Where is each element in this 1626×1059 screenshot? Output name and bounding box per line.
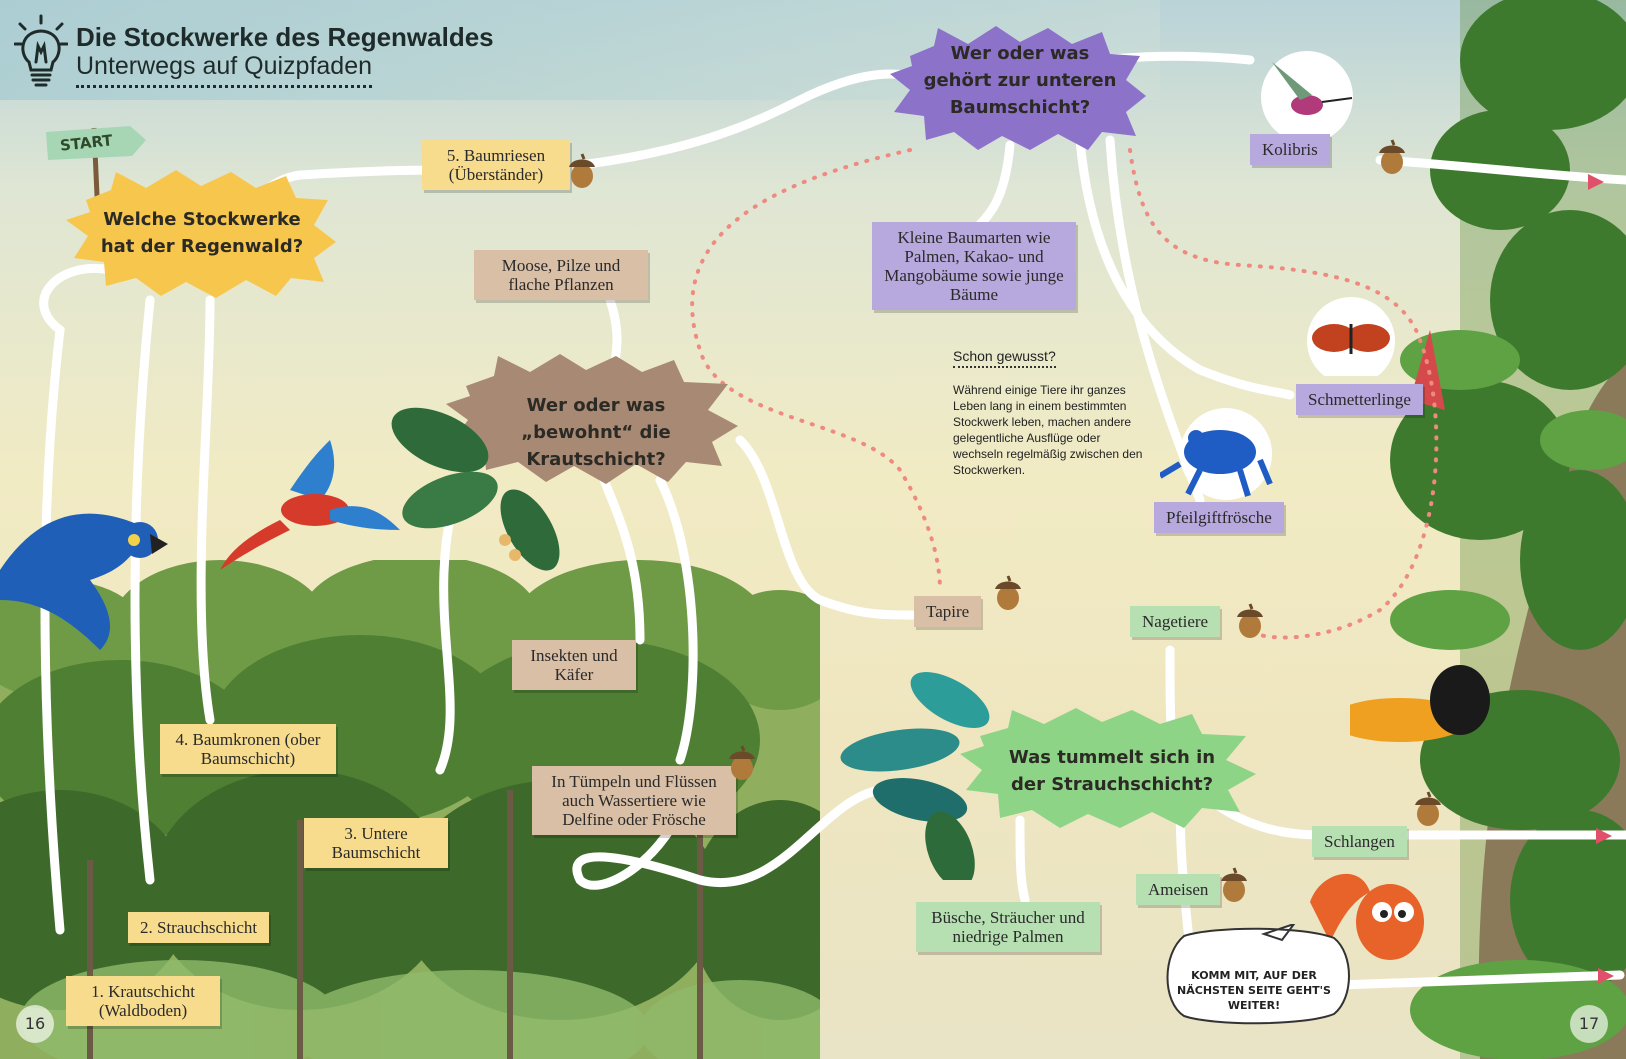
acorn-icon [1379, 139, 1405, 174]
answer-schlangen[interactable]: Schlangen [1312, 826, 1407, 857]
layer-baumriesen[interactable]: 5. Baumriesen (Überständer) [422, 140, 570, 190]
acorn-icon [1221, 867, 1247, 902]
acorn-icon [995, 575, 1021, 610]
layer-untere-baumschicht[interactable]: 3. Untere Baumschicht [304, 818, 448, 868]
question-untere-baumschicht[interactable]: Wer oder was gehört zur unteren Baumschi… [923, 43, 1117, 118]
lightbulb-icon [14, 14, 68, 87]
acorn-icon [729, 745, 755, 780]
answer-kolibris[interactable]: Kolibris [1250, 134, 1330, 165]
scarlet-macaw [220, 440, 400, 570]
speech-bubble [1166, 924, 1350, 1025]
blue-macaw [0, 513, 168, 650]
page-number-left: 16 [16, 1005, 54, 1043]
arrow-right-icon [1596, 828, 1612, 844]
layer-baumkronen-text: 4. Baumkronen (ober Baumschicht) [175, 730, 321, 768]
answer-kleine-baumarten-text: Kleine Baumarten wie Palmen, Kakao- und … [884, 228, 1064, 304]
layer-strauchschicht[interactable]: 2. Strauchschicht [128, 912, 270, 943]
dotted-connector [690, 148, 1439, 640]
layer-krautschicht-text: 1. Krautschicht (Waldboden) [91, 982, 195, 1020]
question-burst-yellow [66, 170, 336, 298]
fact-body: Während einige Tiere ihr ganzes Leben la… [953, 383, 1143, 477]
answer-ameisen[interactable]: Ameisen [1136, 874, 1221, 905]
layer-untere-baumschicht-text: 3. Untere Baumschicht [331, 824, 421, 862]
question-burst-brown [446, 354, 738, 484]
toucan [1350, 665, 1490, 742]
answer-buesche[interactable]: Büsche, Sträucher und niedrige Palmen [916, 902, 1100, 952]
page-title: Die Stockwerke des Regenwaldes [76, 22, 494, 52]
question-burst-green [960, 708, 1256, 828]
question-burst-purple [890, 26, 1146, 150]
question-krautschicht[interactable]: Wer oder was „bewohnt“ die Krautschicht? [521, 395, 671, 470]
question-stockwerke[interactable]: Welche Stockwerke hat der Regenwald? [100, 209, 304, 257]
page-subtitle: Unterwegs auf Quizpfaden [76, 52, 373, 88]
answer-wassertiere-text: In Tümpeln und Flüssen auch Wassertiere … [551, 772, 717, 829]
arrow-right-icon [1598, 968, 1614, 984]
answer-insekten[interactable]: Insekten und Käfer [512, 640, 636, 690]
answer-insekten-text: Insekten und Käfer [530, 646, 618, 684]
question-strauchschicht[interactable]: Was tummelt sich in der Strauchschicht? [1008, 747, 1216, 795]
answer-pfeilgiftfroesche[interactable]: Pfeilgiftfrösche [1154, 502, 1284, 533]
hummingbird [1261, 51, 1353, 143]
answer-tapire[interactable]: Tapire [914, 596, 982, 627]
fact-title: Schon gewusst? [953, 348, 1056, 368]
poison-dart-frog [1160, 408, 1273, 500]
answer-buesche-text: Büsche, Sträucher und niedrige Palmen [931, 908, 1085, 946]
answer-moose[interactable]: Moose, Pilze und flache Pflanzen [474, 250, 648, 300]
page-number-right: 17 [1570, 1005, 1608, 1043]
speech-bubble-text: KOMM MIT, AUF DER NÄCHSTEN SEITE GEHT'S … [1177, 969, 1331, 1012]
arrow-right-icon [1588, 174, 1604, 190]
leaf-cluster-teal [840, 672, 990, 880]
leaf-cluster-left [391, 407, 560, 571]
layer-baumriesen-text: 5. Baumriesen (Überständer) [446, 146, 546, 184]
acorn-icon [1237, 603, 1263, 638]
butterfly [1307, 297, 1395, 376]
answer-kleine-baumarten[interactable]: Kleine Baumarten wie Palmen, Kakao- und … [872, 222, 1076, 310]
layer-krautschicht[interactable]: 1. Krautschicht (Waldboden) [66, 976, 220, 1026]
acorn-icon [1415, 791, 1441, 826]
answer-wassertiere[interactable]: In Tümpeln und Flüssen auch Wassertiere … [532, 766, 736, 835]
answer-moose-text: Moose, Pilze und flache Pflanzen [501, 256, 621, 294]
answer-schmetterlinge[interactable]: Schmetterlinge [1296, 384, 1423, 415]
acorn-icon [569, 153, 595, 188]
layer-baumkronen[interactable]: 4. Baumkronen (ober Baumschicht) [160, 724, 336, 774]
answer-nagetiere[interactable]: Nagetiere [1130, 606, 1221, 637]
squirrel-mascot [1310, 873, 1424, 960]
